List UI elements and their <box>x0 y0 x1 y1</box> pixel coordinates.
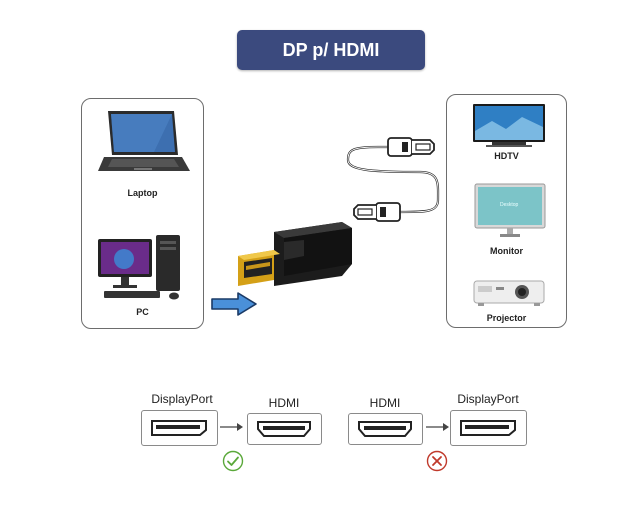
desktop-pc-icon <box>94 233 194 305</box>
hdmi-label-2: HDMI <box>369 396 401 410</box>
source-devices-panel: Laptop PC <box>81 98 204 329</box>
cross-circle-icon <box>426 450 448 472</box>
hdmi-port-box-1 <box>247 413 322 445</box>
monitor-icon <box>474 183 546 239</box>
dp-label-2: DisplayPort <box>457 392 519 406</box>
hdmi-label-1: HDMI <box>268 396 300 410</box>
projector-icon <box>472 277 548 309</box>
monitor-screen-text: Desktop <box>500 202 519 208</box>
title-text: DP p/ HDMI <box>282 39 380 60</box>
hdmi-port-icon <box>257 421 311 437</box>
hdmi-cable-icon <box>330 122 445 230</box>
laptop-icon <box>94 109 192 177</box>
arrow-2 <box>425 421 449 433</box>
dp-port-box-2 <box>450 410 527 446</box>
check-circle-icon <box>222 450 244 472</box>
displayport-icon <box>460 420 516 436</box>
dp-to-hdmi-adapter-icon <box>232 220 358 302</box>
projector-label: Projector <box>486 313 527 323</box>
hdmi-port-icon <box>358 421 412 437</box>
arrow-right-icon <box>210 292 258 316</box>
page-title: DP p/ HDMI <box>237 30 425 70</box>
tv-icon <box>472 103 546 149</box>
hdtv-label: HDTV <box>494 151 519 161</box>
hdmi-port-box-2 <box>348 413 423 445</box>
laptop-label: Laptop <box>127 188 158 198</box>
display-devices-panel: HDTV Desktop Monitor Projector <box>446 94 567 328</box>
monitor-label: Monitor <box>490 246 523 256</box>
arrow-1 <box>219 421 243 433</box>
dp-port-box-1 <box>141 410 218 446</box>
displayport-icon <box>151 420 207 436</box>
pc-label: PC <box>136 307 149 317</box>
dp-label-1: DisplayPort <box>151 392 213 406</box>
